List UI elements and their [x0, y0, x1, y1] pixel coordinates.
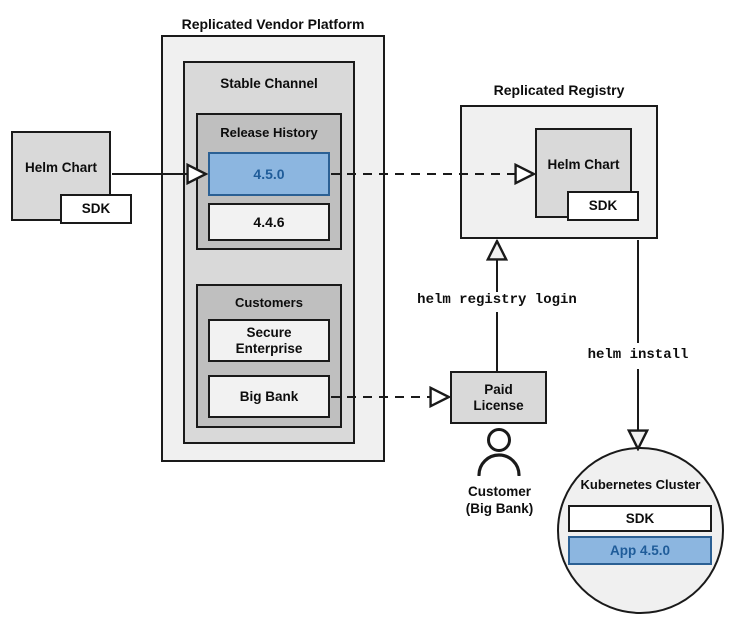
- cluster-sdk-label: SDK: [625, 510, 655, 526]
- customer-big-bank-label: Big Bank: [239, 388, 299, 404]
- cluster-sdk-box[interactable]: SDK: [568, 505, 712, 532]
- paid-license-line2: License: [473, 397, 524, 413]
- replicated-registry-title: Replicated Registry: [493, 82, 625, 98]
- helm-chart-source-label: Helm Chart: [24, 160, 97, 176]
- helm-chart-source-sdk-box: SDK: [60, 194, 132, 224]
- customer-secure-enterprise-box[interactable]: Secure Enterprise: [208, 319, 330, 362]
- helm-chart-source-sdk-label: SDK: [81, 201, 111, 217]
- vendor-platform-title: Replicated Vendor Platform: [181, 16, 365, 32]
- customers-title: Customers: [235, 295, 303, 310]
- kubernetes-cluster-title: Kubernetes Cluster: [580, 477, 701, 492]
- release-version-446-label: 4.4.6: [253, 213, 285, 230]
- customer-secure-enterprise-line2: Enterprise: [235, 340, 303, 356]
- customer-big-bank-box[interactable]: Big Bank: [208, 375, 330, 418]
- helm-registry-login-command: helm registry login: [417, 292, 577, 308]
- release-version-446-box[interactable]: 4.4.6: [208, 203, 330, 241]
- customer-actor-label: Customer (Big Bank): [437, 483, 562, 518]
- customer-actor-line2: (Big Bank): [465, 501, 534, 517]
- paid-license-box[interactable]: Paid License: [450, 371, 547, 424]
- customer-person-icon: [477, 428, 521, 476]
- cluster-app-box[interactable]: App 4.5.0: [568, 536, 712, 565]
- registry-helm-chart-sdk-label: SDK: [588, 198, 618, 214]
- customer-actor-line1: Customer: [467, 484, 531, 499]
- stable-channel-title: Stable Channel: [220, 76, 318, 91]
- release-version-450-label: 4.5.0: [253, 165, 285, 182]
- helm-install-command: helm install: [587, 347, 689, 363]
- paid-license-line1: Paid: [484, 381, 513, 397]
- release-history-title: Release History: [220, 125, 318, 140]
- registry-helm-chart-sdk-box: SDK: [567, 191, 639, 221]
- cluster-app-label: App 4.5.0: [609, 542, 671, 558]
- registry-helm-chart-label: Helm Chart: [547, 157, 620, 173]
- customer-secure-enterprise-line1: Secure: [246, 324, 292, 340]
- release-version-450-box[interactable]: 4.5.0: [208, 152, 330, 196]
